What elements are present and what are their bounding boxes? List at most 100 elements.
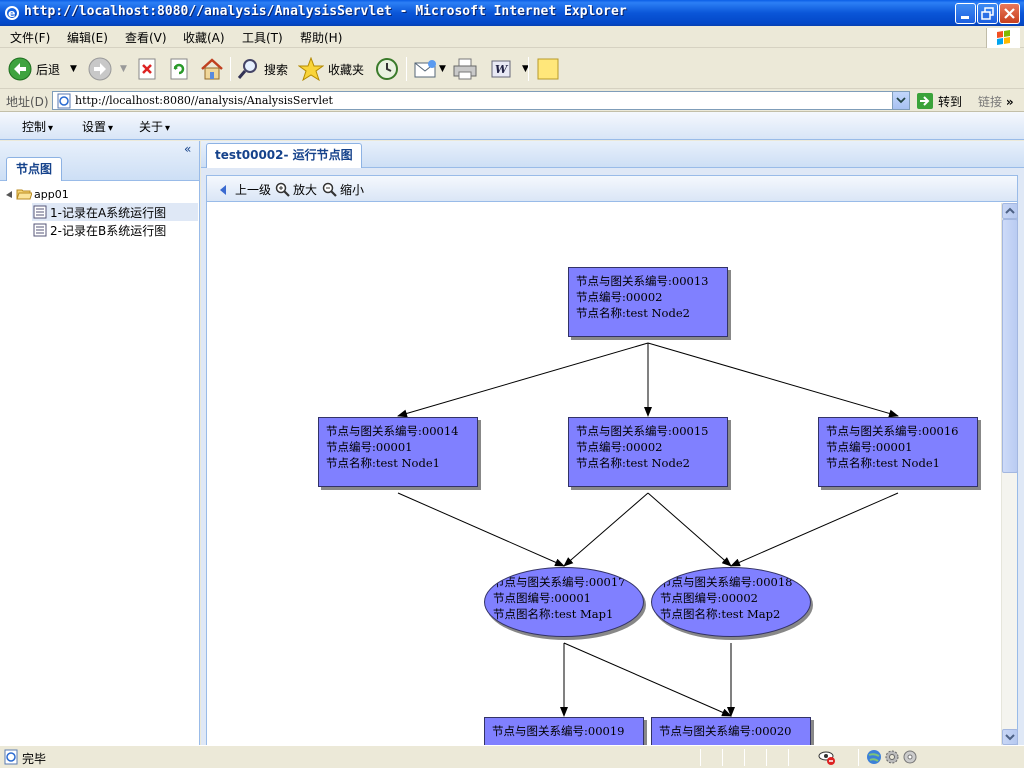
address-bar: 地址(D) http://localhost:8080//analysis/An…: [0, 89, 1024, 112]
tree-item-label: 1-记录在A系统运行图: [50, 205, 167, 220]
zoom-out-button[interactable]: 缩小: [322, 181, 364, 198]
address-input[interactable]: http://localhost:8080//analysis/Analysis…: [52, 91, 910, 110]
printer-icon: [453, 58, 477, 80]
node-text-line: 节点与图关系编号:00017: [493, 575, 626, 589]
minimize-button[interactable]: [955, 3, 976, 24]
search-label: 搜索: [264, 62, 289, 77]
home-icon: [201, 58, 223, 80]
status-separator: [700, 749, 701, 766]
back-dropdown-icon[interactable]: ▼: [70, 64, 77, 74]
address-dropdown-button[interactable]: [892, 92, 909, 109]
collapse-panel-button[interactable]: «: [184, 143, 198, 157]
minimize-icon: [961, 16, 969, 19]
browser-toolbar: 后退 ▼ ▼ 搜索 收藏夹 ▼: [0, 49, 1024, 89]
vertical-scrollbar[interactable]: [1001, 203, 1018, 745]
graph-node-19[interactable]: 节点与图关系编号:00019: [484, 717, 644, 745]
notes-button[interactable]: [536, 55, 560, 83]
home-button[interactable]: [199, 55, 225, 83]
up-level-button[interactable]: 上一级: [217, 181, 271, 198]
scroll-down-button[interactable]: [1002, 729, 1018, 745]
menu-file[interactable]: 文件(F): [10, 31, 51, 45]
forward-button[interactable]: ▼: [88, 55, 127, 83]
app-menu-about[interactable]: 关于: [139, 118, 170, 135]
collapse-triangle-icon[interactable]: [4, 187, 14, 201]
note-icon: [537, 58, 559, 80]
tab-node-graph[interactable]: 节点图: [6, 157, 62, 181]
print-button[interactable]: [452, 55, 478, 83]
scroll-thumb[interactable]: [1002, 219, 1018, 473]
restore-icon: [981, 7, 994, 20]
windows-logo: [986, 28, 1020, 48]
app-menu-control[interactable]: 控制: [22, 118, 53, 135]
zoom-in-button[interactable]: 放大: [275, 181, 317, 198]
tree-root-label: app01: [34, 187, 69, 201]
address-label: 地址(D): [6, 95, 49, 109]
left-panel-header: « 节点图: [0, 141, 199, 181]
menu-favorites[interactable]: 收藏(A): [183, 31, 225, 45]
tree-item-graph-a[interactable]: 1-记录在A系统运行图: [32, 203, 198, 221]
stop-button[interactable]: [137, 55, 159, 83]
refresh-icon: [170, 58, 188, 80]
graph-node-20[interactable]: 节点与图关系编号:00020: [651, 717, 811, 745]
gear-icon[interactable]: [884, 749, 900, 765]
close-button[interactable]: [999, 3, 1020, 24]
star-icon: [298, 57, 324, 81]
privacy-eye-icon[interactable]: [818, 749, 836, 766]
internet-zone-icon[interactable]: [866, 749, 882, 765]
menu-tools[interactable]: 工具(T): [242, 31, 283, 45]
links-button[interactable]: 链接 »: [978, 93, 1014, 110]
status-separator: [766, 749, 767, 766]
mail-dropdown-icon[interactable]: ▼: [439, 64, 446, 74]
scroll-up-button[interactable]: [1002, 203, 1018, 219]
back-button[interactable]: 后退 ▼: [8, 55, 77, 83]
graph-edges: [397, 342, 899, 717]
edit-word-button[interactable]: W ▼: [490, 55, 529, 83]
app-menu-settings[interactable]: 设置: [82, 118, 113, 135]
document-icon: [33, 223, 47, 237]
search-button[interactable]: 搜索: [236, 55, 288, 83]
tab-run-node-graph[interactable]: test00002- 运行节点图: [206, 143, 362, 168]
address-url: http://localhost:8080//analysis/Analysis…: [75, 94, 333, 107]
node-text-line: 节点名称:test Node2: [576, 306, 690, 320]
refresh-button[interactable]: [169, 55, 191, 83]
page-status-icon: [4, 749, 18, 765]
status-text: 完毕: [22, 752, 47, 766]
menu-help[interactable]: 帮助(H): [300, 31, 343, 45]
node-text-line: 节点图名称:test Map1: [493, 607, 614, 621]
node-text-line: 节点名称:test Node2: [576, 456, 690, 470]
chevron-right-icon: »: [1005, 95, 1014, 109]
mail-icon: [414, 60, 436, 78]
favorites-button[interactable]: 收藏夹: [298, 55, 364, 83]
history-button[interactable]: [374, 55, 400, 83]
page-icon: [57, 93, 71, 109]
tree-item-root[interactable]: app01: [4, 185, 194, 203]
zoom-in-icon: [275, 182, 290, 197]
toolbar-separator: [406, 57, 407, 81]
disk-icon: [903, 750, 917, 764]
favorites-label: 收藏夹: [328, 62, 365, 77]
word-dropdown-icon[interactable]: ▼: [522, 64, 529, 74]
node-text-line: 节点图编号:00002: [660, 591, 758, 605]
node-text-line: 节点与图关系编号:00014: [326, 424, 459, 438]
go-button[interactable]: 转到: [916, 92, 962, 110]
back-label: 后退: [36, 62, 61, 77]
zoom-out-icon: [322, 182, 337, 197]
mail-button[interactable]: ▼: [413, 55, 446, 83]
restore-button[interactable]: [977, 3, 998, 24]
menu-view[interactable]: 查看(V): [125, 31, 167, 45]
node-text-line: 节点与图关系编号:00016: [826, 424, 959, 438]
tree-item-graph-b[interactable]: 2-记录在B系统运行图: [32, 221, 198, 239]
history-icon: [376, 58, 398, 80]
chevron-up-icon: [1005, 207, 1015, 214]
main-panel: test00002- 运行节点图 上一级 放大 缩小: [201, 141, 1024, 745]
menu-edit[interactable]: 编辑(E): [67, 31, 108, 45]
svg-text:e: e: [8, 7, 15, 20]
search-icon: [237, 59, 257, 79]
